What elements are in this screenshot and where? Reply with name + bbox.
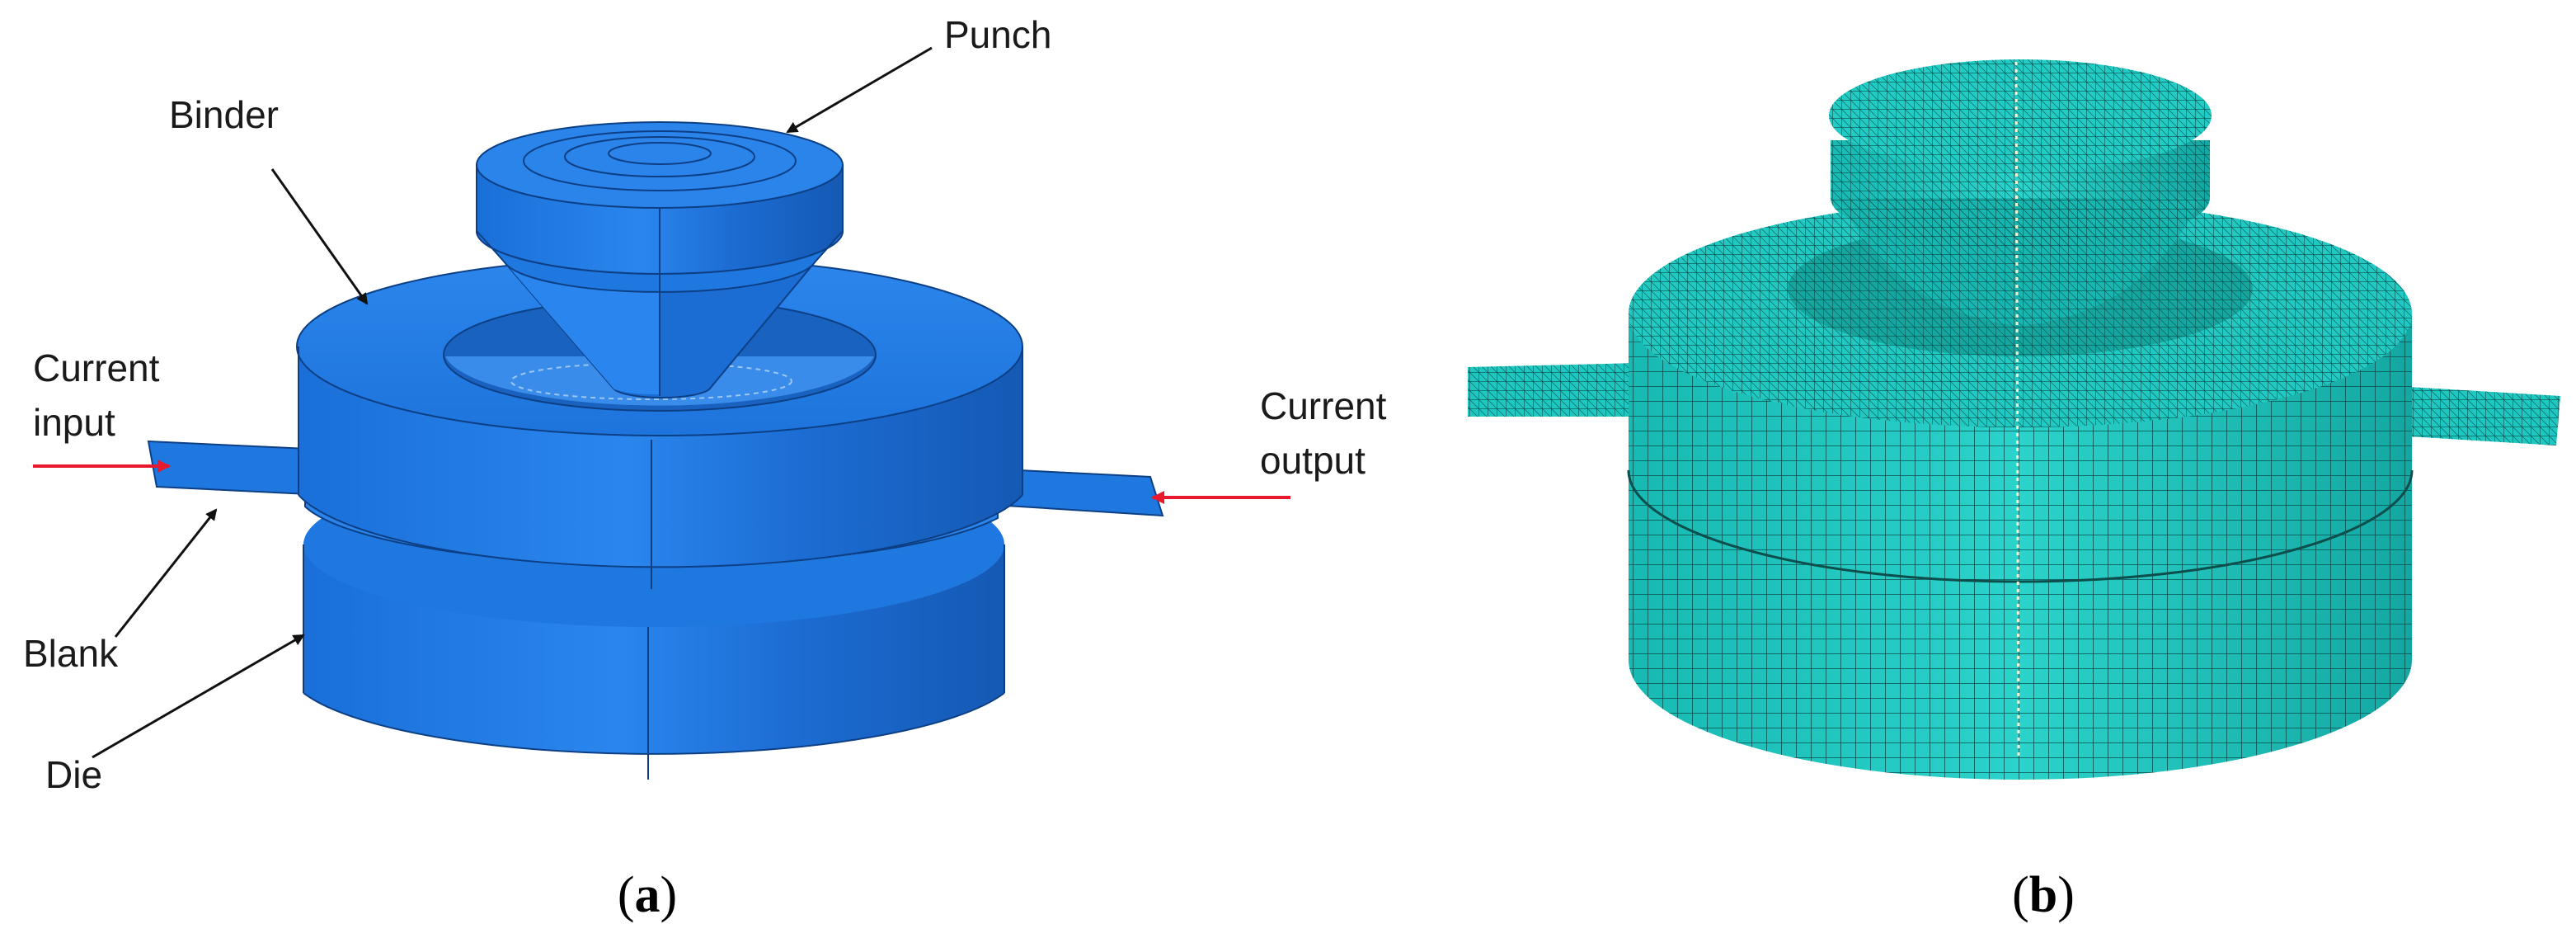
mesh-punch-part xyxy=(1829,59,2212,760)
die-label: Die xyxy=(45,753,102,796)
panel-b-label: (b) xyxy=(2012,867,2075,923)
blank-leader xyxy=(114,508,218,638)
binder-label: Binder xyxy=(169,93,279,136)
mesh-blank-part xyxy=(1468,363,2560,445)
current-input-label-line1: Current xyxy=(33,346,160,389)
punch-part xyxy=(475,121,844,399)
panel-a-model: Punch Binder Current input Current outpu… xyxy=(23,13,1387,796)
current-input-label-line2: input xyxy=(33,401,115,444)
blank-label: Blank xyxy=(23,632,119,675)
binder-leader xyxy=(270,168,369,305)
leader-lines xyxy=(92,46,933,759)
current-arrows xyxy=(33,460,1290,504)
panel-a-label: (a) xyxy=(618,867,677,923)
punch-label: Punch xyxy=(944,13,1051,56)
panel-b-mesh xyxy=(1468,59,2560,780)
punch-leader xyxy=(786,46,933,134)
current-output-label-line1: Current xyxy=(1260,384,1387,427)
die-leader xyxy=(92,634,305,759)
current-output-label-line2: output xyxy=(1260,439,1366,482)
